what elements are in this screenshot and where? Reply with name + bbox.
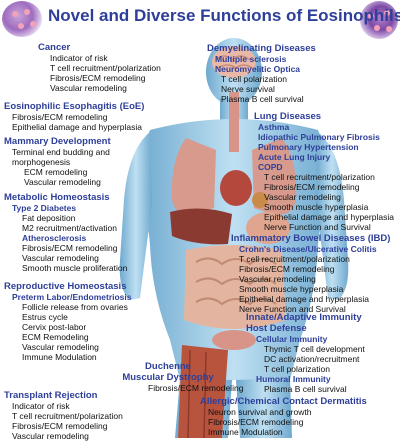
list-item: Neuron survival and growth (208, 407, 312, 417)
section-lung: Lung Diseases Asthma Idiopathic Pulmonar… (254, 112, 394, 233)
list-item: Plasma B cell survival (264, 384, 347, 394)
list-item: T cell polarization (264, 364, 330, 374)
section-ibd: Inflammatory Bowel Diseases (IBD) Crohn'… (231, 234, 390, 315)
section-reproductive: Reproductive Homeostasis Preterm Labor/E… (4, 282, 132, 363)
page-title: Novel and Diverse Functions of Eosinophi… (48, 6, 400, 25)
list-item: Indicator of risk (12, 401, 70, 411)
section-heading: Innate/Adaptive Immunity (246, 312, 362, 323)
list-item: Smooth muscle hyperplasia (239, 284, 344, 294)
list-item: T cell recruitment/polarization (12, 411, 123, 421)
list-item: Vascular remodeling (264, 192, 341, 202)
list-item: DC activation/recruitment (264, 354, 360, 364)
subheading: Type 2 Diabetes (12, 203, 77, 213)
list-item: Thymic T cell development (264, 344, 365, 354)
section-heading: Duchenne (145, 361, 191, 372)
list-item: T cell recruitment/polarization (239, 254, 350, 264)
list-item: Vascular remodeling (24, 177, 101, 187)
subheading: Cellular Immunity (256, 334, 328, 344)
section-metabolic: Metabolic Homeostasis Type 2 Diabetes Fa… (4, 193, 127, 274)
list-item: Fibrosis/ECM remodeling (264, 182, 360, 192)
list-item: Immune Modulation (22, 352, 97, 362)
list-item: M2 recruitment/activation (22, 223, 117, 233)
list-item: Smooth muscle hyperplasia (264, 202, 369, 212)
list-item: T cell recruitment/polarization (50, 63, 161, 73)
list-item: Immune Modulation (208, 427, 283, 437)
list-item: Fibrosis/ECM remodeling (12, 421, 108, 431)
list-item: T cell recruitment/polarization (264, 172, 375, 182)
section-duchenne: Duchenne Muscular Dystrophy (118, 362, 218, 384)
list-item: Nerve Function and Survival (264, 222, 371, 232)
list-item: T cell polarization (221, 74, 287, 84)
section-heading: Eosinophilic Esophagitis (EoE) (4, 101, 145, 112)
list-item: morphogenesis (12, 157, 71, 167)
subheading: Multiple sclerosis (215, 54, 287, 64)
section-heading: Metabolic Homeostasis (4, 192, 110, 203)
subheading: Crohn's Disease/Ulcerative Colitis (239, 244, 377, 254)
eosinophil-cell-image-right (360, 1, 398, 39)
list-item: Vascular remodeling (12, 431, 89, 441)
list-item: Epithelial damage and hyperplasia (264, 212, 394, 222)
section-heading: Inflammatory Bowel Diseases (IBD) (231, 233, 391, 244)
section-heading: Mammary Development (4, 136, 111, 147)
list-item: Terminal end budding and (12, 147, 110, 157)
list-item: Fibrosis/ECM remodeling (22, 243, 118, 253)
list-item: Vascular remodeling (22, 253, 99, 263)
subheading: Preterm Labor/Endometriosis (12, 292, 132, 302)
list-item: Estrus cycle (22, 312, 68, 322)
list-item: Fat deposition (22, 213, 76, 223)
section-mammary: Mammary Development Terminal end budding… (4, 137, 111, 188)
list-item: Vascular remodeling (50, 83, 127, 93)
section-heading: Allergic/Chemical Contact Dermatitis (200, 396, 367, 407)
section-cancer: Cancer Indicator of risk T cell recruitm… (38, 43, 161, 94)
list-item: Cervix post-labor (22, 322, 87, 332)
section-immunity: Innate/Adaptive Immunity Host Defense Ce… (246, 313, 365, 395)
list-item: Fibrosis/ECM remodeling (50, 73, 146, 83)
section-heading: Host Defense (246, 323, 307, 334)
section-heading: Lung Diseases (254, 111, 322, 122)
subheading: Humoral Immunity (256, 374, 331, 384)
subheading: Atherosclerosis (22, 233, 87, 243)
subheading: Acute Lung Injury (258, 152, 331, 162)
list-item: ECM Remodeling (22, 332, 89, 342)
section-heading: Reproductive Homeostasis (4, 281, 127, 292)
section-heading: Transplant Rejection (4, 390, 98, 401)
section-transplant: Transplant Rejection Indicator of risk T… (4, 391, 123, 442)
eosinophil-cell-image-left (2, 1, 42, 37)
section-duchenne-items: Fibrosis/ECM remodeling (148, 384, 243, 394)
list-item: Fibrosis/ECM remodeling (239, 264, 335, 274)
list-item: Epithelial damage and hyperplasia (239, 294, 369, 304)
list-item: Nerve survival (221, 84, 275, 94)
list-item: Plasma B cell survival (221, 94, 304, 104)
list-item: Vascular remodeling (239, 274, 316, 284)
subheading: Pulmonary Hypertension (258, 142, 359, 152)
list-item: Nerve Function and Survival (239, 304, 346, 314)
subheading: COPD (258, 162, 283, 172)
list-item: Smooth muscle proliferation (22, 263, 128, 273)
list-item: Epithelial damage and hyperplasia (12, 122, 142, 132)
section-heading: Muscular Dystrophy (122, 372, 214, 383)
section-allergic: Allergic/Chemical Contact Dermatitis Neu… (200, 397, 367, 438)
list-item: Follicle release from ovaries (22, 302, 128, 312)
section-heading: Cancer (38, 42, 71, 53)
list-item: ECM remodeling (24, 167, 88, 177)
subheading: Asthma (258, 122, 290, 132)
list-item: Indicator of risk (50, 53, 108, 63)
list-item: Fibrosis/ECM remodeling (148, 383, 244, 393)
list-item: Fibrosis/ECM remodeling (12, 112, 108, 122)
section-demyelinating: Demyelinating Diseases Multiple sclerosi… (207, 44, 316, 105)
section-heading: Demyelinating Diseases (207, 43, 316, 54)
list-item: Fibrosis/ECM remodeling (208, 417, 304, 427)
section-eoe: Eosinophilic Esophagitis (EoE) Fibrosis/… (4, 102, 144, 133)
subheading: Neuromyelitic Optica (215, 64, 301, 74)
list-item: Vascular remodeling (22, 342, 99, 352)
subheading: Idiopathic Pulmonary Fibrosis (258, 132, 380, 142)
